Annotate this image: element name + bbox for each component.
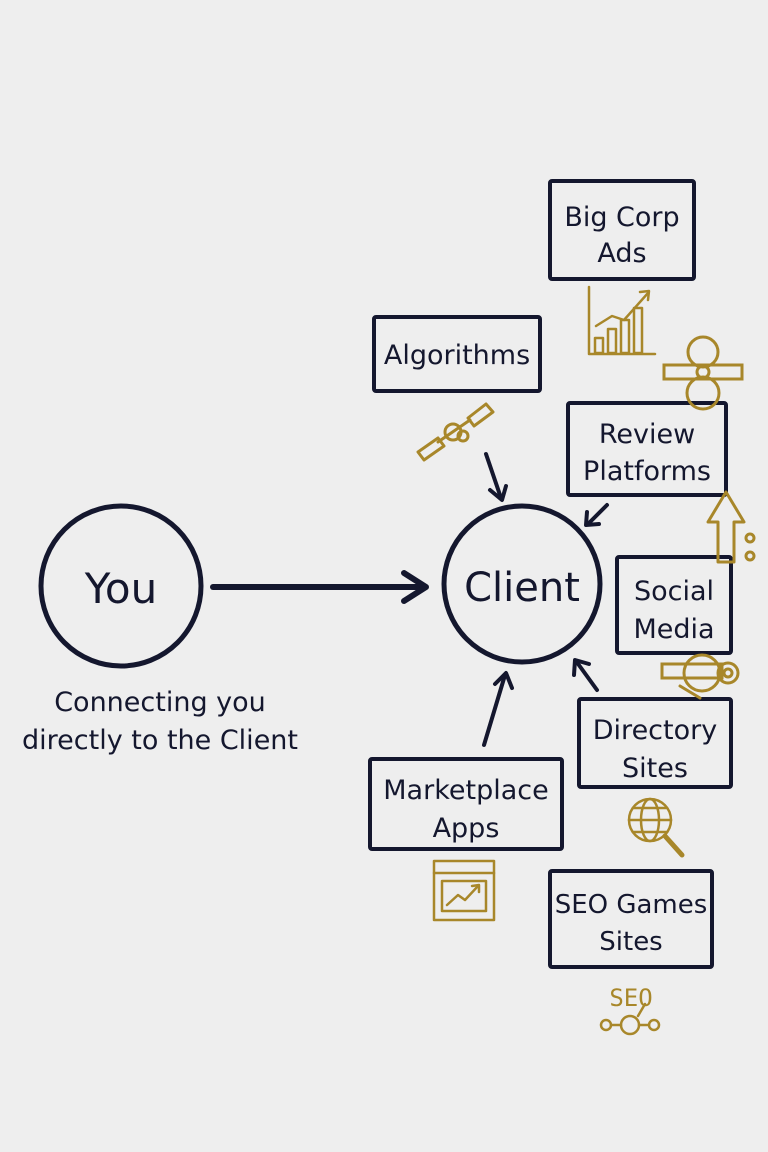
channel-review-platforms-line2: Platforms: [583, 456, 711, 487]
arrow-marketplace-to-client: [482, 671, 514, 747]
seo-icon-label: SEO: [609, 984, 652, 1012]
seo-network-icon: SEO: [599, 984, 661, 1036]
connector-icon: [662, 335, 744, 411]
you-label: You: [84, 564, 157, 613]
bar-chart-icon: [587, 285, 657, 356]
channel-seo-games-sites-line1: SEO Games: [555, 890, 708, 920]
client-node: Client: [441, 503, 603, 665]
share-icon: [660, 653, 740, 700]
channel-algorithms-line1: Algorithms: [384, 340, 530, 371]
arrow-directory-to-client: [572, 658, 599, 692]
client-label: Client: [464, 565, 580, 611]
channel-marketplace-apps-line2: Apps: [433, 813, 500, 844]
arrow-review-to-client: [584, 503, 609, 527]
channel-algorithms: Algorithms: [372, 315, 542, 393]
channel-big-corp-ads-line2: Ads: [597, 238, 646, 269]
arrow-algorithms-to-client: [484, 452, 508, 502]
channel-seo-games-sites: SEO Games Sites: [548, 869, 714, 969]
channel-directory-sites-line2: Sites: [622, 753, 688, 784]
caption: Connecting you directly to the Client: [0, 684, 320, 760]
channel-marketplace-apps-line1: Marketplace: [383, 775, 548, 806]
channel-directory-sites-line1: Directory: [593, 715, 717, 746]
channel-big-corp-ads: Big Corp Ads: [548, 179, 696, 281]
caption-line-2: directly to the Client: [22, 725, 298, 756]
satellite-icon: [416, 402, 495, 462]
channel-big-corp-ads-line1: Big Corp: [564, 202, 679, 233]
browser-analytics-icon: [432, 859, 496, 922]
you-node: You: [38, 503, 204, 669]
channel-social-media: Social Media: [615, 555, 733, 655]
channel-social-media-line1: Social: [634, 576, 714, 607]
channel-marketplace-apps: Marketplace Apps: [368, 757, 564, 851]
globe-search-icon: [627, 797, 685, 858]
you-to-client-arrow: [210, 570, 429, 604]
up-arrow-icon: [706, 490, 756, 564]
channel-directory-sites: Directory Sites: [577, 697, 733, 789]
channel-seo-games-sites-line2: Sites: [599, 927, 662, 957]
channel-review-platforms-line1: Review: [599, 419, 695, 450]
caption-line-1: Connecting you: [54, 687, 266, 718]
channel-social-media-line2: Media: [633, 614, 714, 645]
channel-review-platforms: Review Platforms: [566, 401, 728, 497]
